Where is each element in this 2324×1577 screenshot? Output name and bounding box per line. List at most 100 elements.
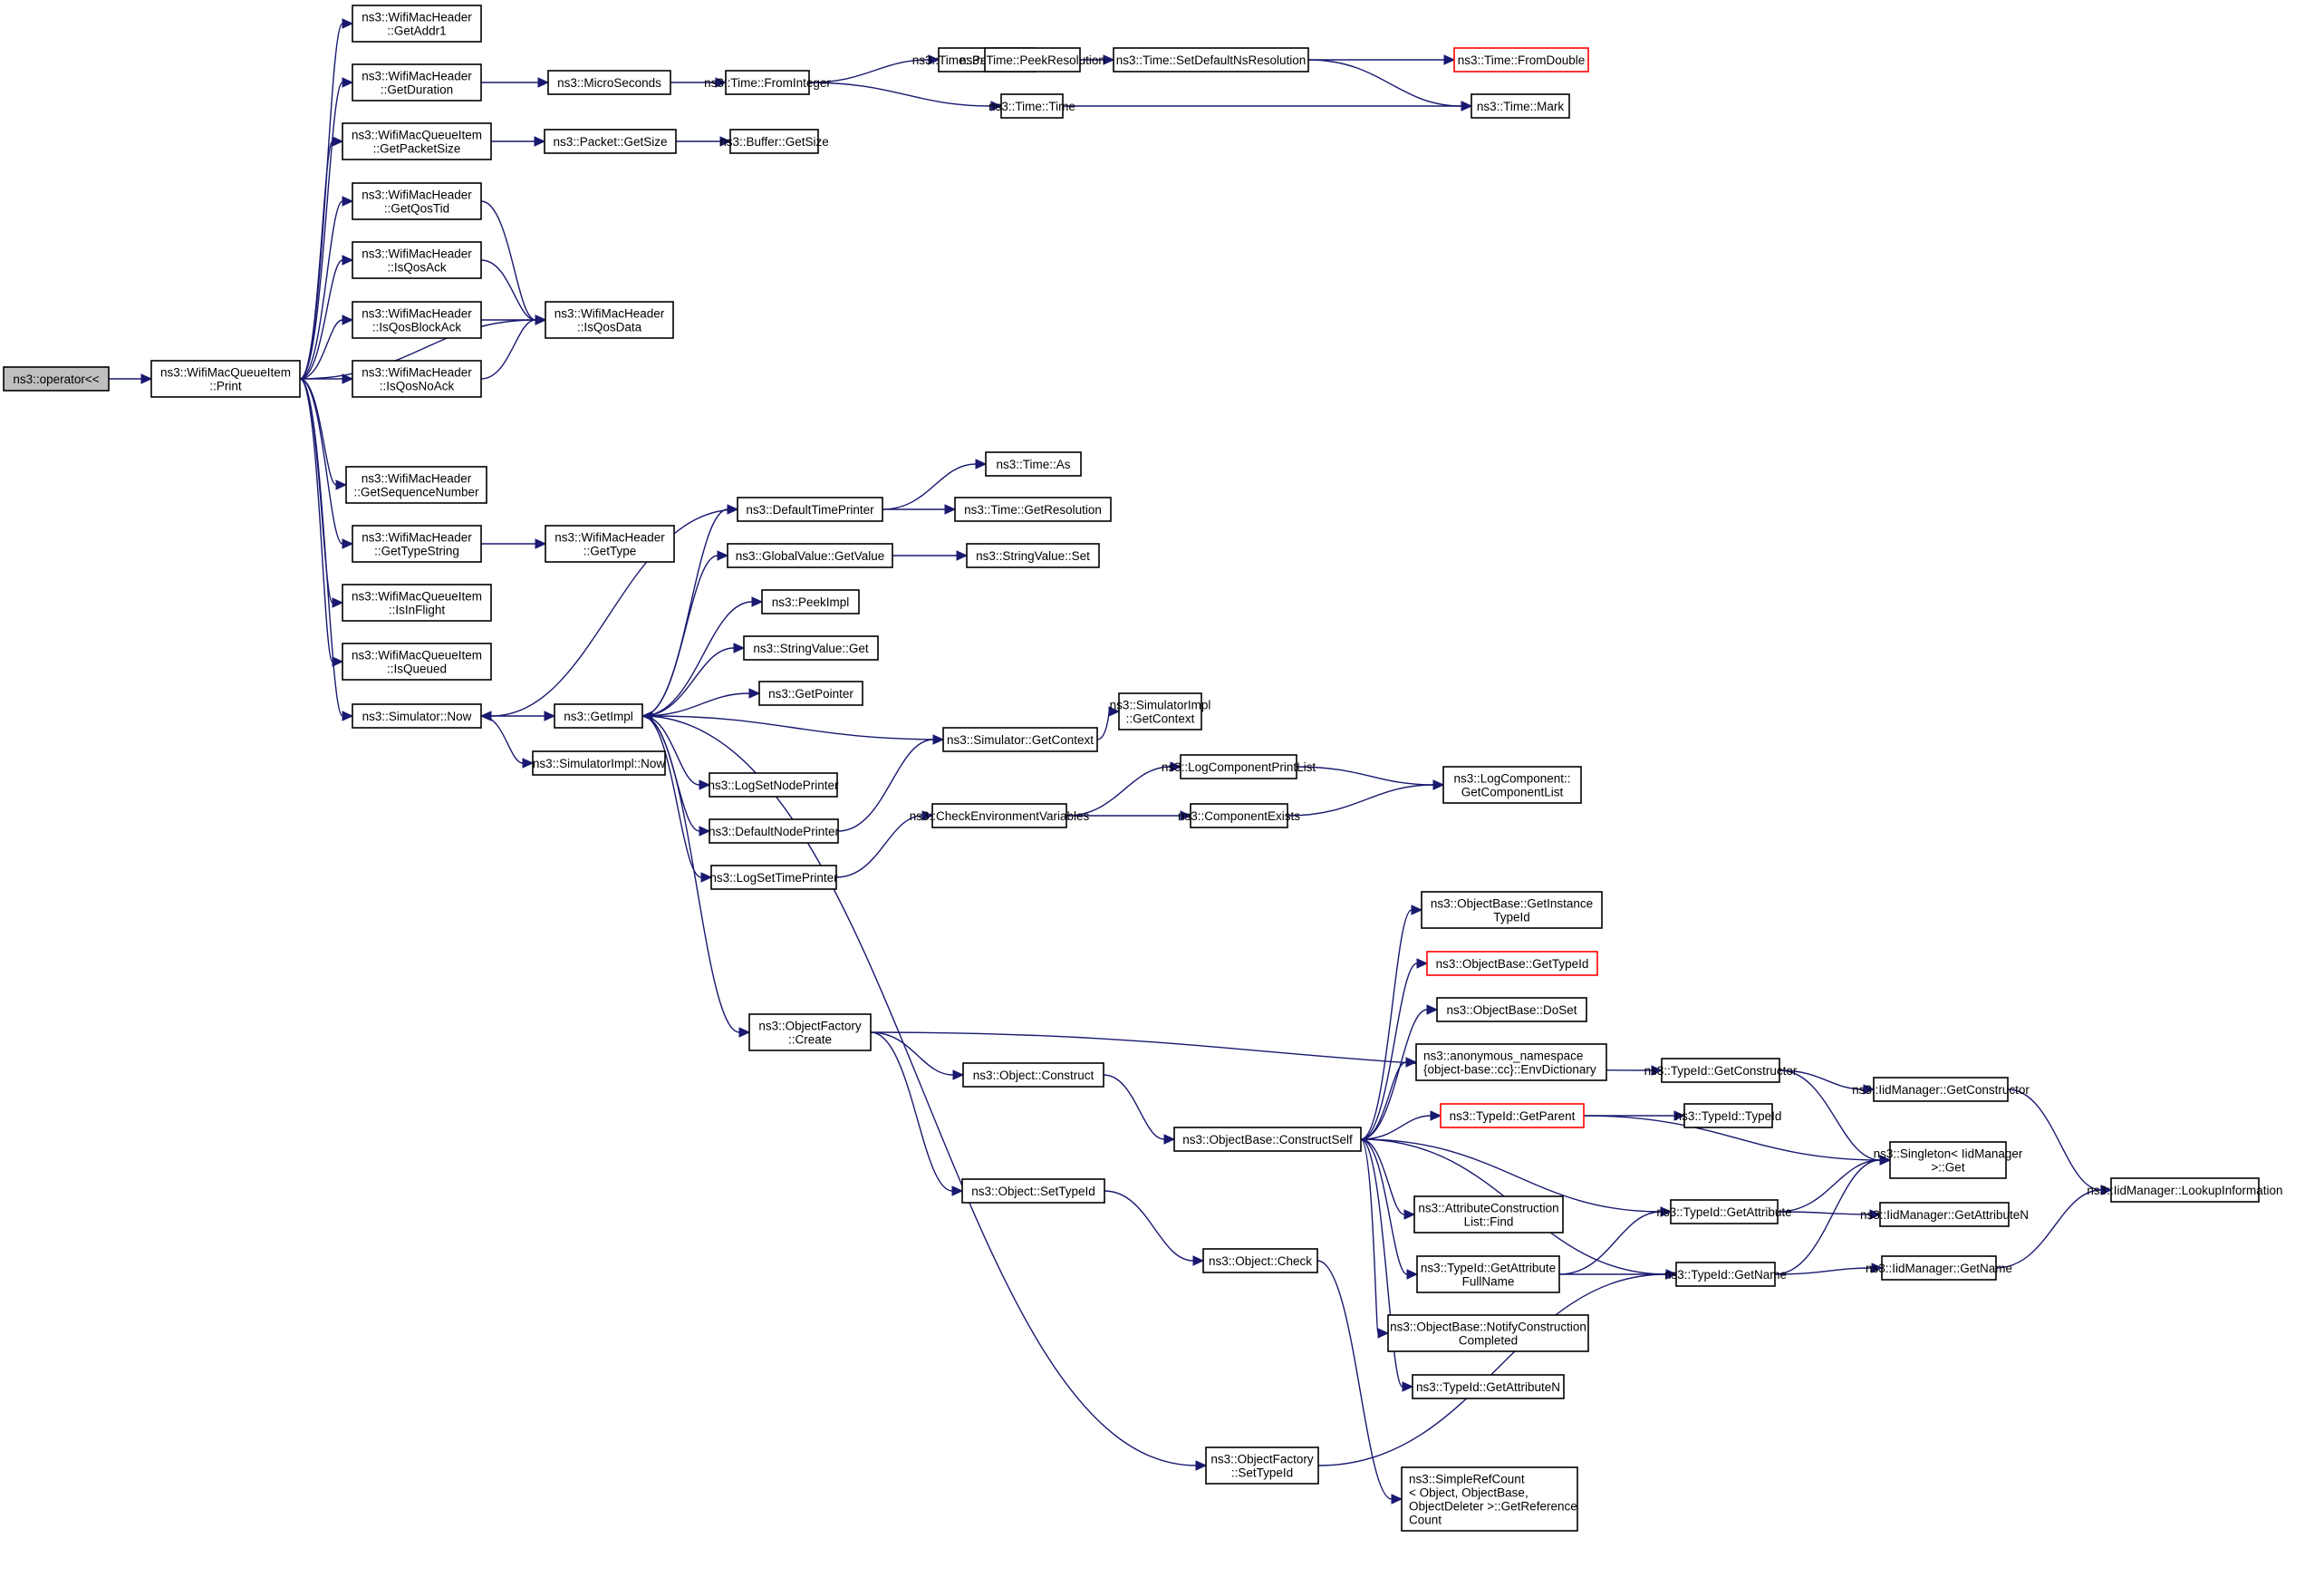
node-ns3-singleton-iidmanager-get[interactable]: ns3::Singleton< IidManager>::Get [1874,1141,2023,1179]
node-ns3-iidmanager-getattributen[interactable]: ns3::IidManager::GetAttributeN [1860,1202,2029,1227]
node-ns3-packet-getsize[interactable]: ns3::Packet::GetSize [544,129,677,154]
node-ns3-time-fromdouble[interactable]: ns3::Time::FromDouble [1453,47,1589,73]
node-label: ns3::Time::SetDefaultNsResolution [1116,53,1307,67]
node-ns3-defaulttimeprinter[interactable]: ns3::DefaultTimePrinter [737,497,883,522]
node-label: ns3::LogComponentPrintList [1162,760,1316,774]
node-ns3-typeid-getattribute[interactable]: ns3::TypeId::GetAttribute [1656,1199,1792,1224]
node-ns3-wifimacheader-isqosack[interactable]: ns3::WifiMacHeader::IsQosAck [352,241,482,279]
node-box [761,589,860,614]
node-ns3-checkenvironmentvariables[interactable]: ns3::CheckEnvironmentVariables [910,803,1090,828]
node-ns3-time-as[interactable]: ns3::Time::As [985,451,1082,477]
node-ns3-wifimacqueueitem-isqueued[interactable]: ns3::WifiMacQueueItem::IsQueued [342,643,492,681]
node-ns3-globalvalue-getvalue[interactable]: ns3::GlobalValue::GetValue [727,543,893,568]
node-ns3-objectbase-notifyconstructioncompleted[interactable]: ns3::ObjectBase::NotifyConstructionCompl… [1387,1314,1589,1352]
node-box [985,451,1082,477]
edge-getname-to-iidname [1774,1263,1884,1275]
edge-qosnoack-to-qosdata [480,314,547,380]
node-ns3-buffer-getsize[interactable]: ns3::Buffer::GetSize [719,129,829,154]
node-ns3-stringvalue-set[interactable]: ns3::StringValue::Set [966,543,1100,568]
node-ns3-time-frominteger[interactable]: ns3::Time::FromInteger [704,70,831,95]
node-ns3-getimpl[interactable]: ns3::GetImpl [554,703,643,729]
node-ns3-logsettimeprinter[interactable]: ns3::LogSetTimePrinter [709,865,838,890]
node-box [1440,1103,1585,1128]
node-label: ns3::Simulator::GetContext [947,733,1094,747]
edge-line [1096,711,1110,740]
node-label: ::GetQosTid [384,202,449,216]
node-ns3-wifimacheader-getsequencenumber[interactable]: ns3::WifiMacHeader::GetSequenceNumber [345,466,487,504]
node-ns3-logcomponentprintlist[interactable]: ns3::LogComponentPrintList [1162,754,1316,779]
node-ns3-wifimacqueueitem-print[interactable]: ns3::WifiMacQueueItem::Print [150,360,301,398]
node-ns3-iidmanager-getname[interactable]: ns3::IidManager::GetName [1866,1255,2012,1281]
node-label: ns3::Buffer::GetSize [719,135,829,149]
node-ns3-objectbase-doset[interactable]: ns3::ObjectBase::DoSet [1436,997,1587,1022]
node-ns3-typeid-getname[interactable]: ns3::TypeId::GetName [1664,1262,1787,1287]
edge-line [299,259,343,380]
node-ns3-simulator-getcontext[interactable]: ns3::Simulator::GetContext [942,727,1098,752]
node-ns3-objectbase-gettypeid[interactable]: ns3::ObjectBase::GetTypeId [1426,951,1598,976]
node-ns3-defaultnodeprinter[interactable]: ns3::DefaultNodePrinter [709,818,840,844]
node-label: >::Get [1931,1161,1964,1175]
node-ns3-iidmanager-lookupinformation[interactable]: ns3::IidManager::LookupInformation [2087,1177,2283,1203]
edge-getimpl-to-svget [641,643,746,717]
node-ns3-microseconds[interactable]: ns3::MicroSeconds [547,70,671,95]
node-ns3-logcomponent-getcomponentlist[interactable]: ns3::LogComponent::GetComponentList [1442,766,1582,804]
node-ns3-time-setdefaultnsresolution[interactable]: ns3::Time::SetDefaultNsResolution [1113,47,1309,73]
edge-print-to-dur [299,77,354,380]
node-ns3-simulatorimpl-getcontext[interactable]: ns3::SimulatorImpl::GetContext [1110,692,1211,730]
node-ns3-wifimacheader-isqosdata[interactable]: ns3::WifiMacHeader::IsQosData [545,301,674,339]
node-ns3-logsetnodeprinter[interactable]: ns3::LogSetNodePrinter [708,772,839,798]
node-ns3-wifimacheader-getduration[interactable]: ns3::WifiMacHeader::GetDuration [352,63,482,102]
node-ns3-typeid-getattributen[interactable]: ns3::TypeId::GetAttributeN [1412,1374,1565,1399]
node-ns3-object-construct[interactable]: ns3::Object::Construct [962,1062,1104,1088]
node-ns3-time-mark[interactable]: ns3::Time::Mark [1471,93,1570,119]
arrowhead-icon [479,711,492,721]
node-ns3-peekimpl[interactable]: ns3::PeekImpl [761,589,860,614]
node-ns3-typeid-getparent[interactable]: ns3::TypeId::GetParent [1440,1103,1585,1128]
node-label: ::Create [788,1033,832,1047]
node-ns3-wifimacheader-isqosnoack[interactable]: ns3::WifiMacHeader::IsQosNoAck [352,360,482,398]
node-ns3-objectfactory-settypeid[interactable]: ns3::ObjectFactory::SetTypeId [1205,1446,1319,1485]
node-ns3-componentexists[interactable]: ns3::ComponentExists [1178,803,1300,828]
edge-line [1583,1115,1881,1161]
node-ns3-time-getresolution[interactable]: ns3::Time::GetResolution [954,497,1112,522]
node-ns3-anonymous-namespace-object-base-cc-envdictionary[interactable]: ns3::anonymous_namespace{object-base::cc… [1415,1043,1607,1081]
node-ns3-simulatorimpl-now[interactable]: ns3::SimulatorImpl::Now [532,750,666,776]
node-ns3-typeid-typeid[interactable]: ns3::TypeId::TypeId [1675,1103,1782,1128]
node-ns3-operator[interactable]: ns3::operator<< [3,366,110,392]
node-ns3-wifimacheader-getaddr1[interactable]: ns3::WifiMacHeader::GetAddr1 [352,5,482,43]
edge-constructself-to-getinst [1360,905,1423,1140]
node-label: ns3::Object::SetTypeId [971,1185,1095,1198]
node-ns3-objectbase-constructself[interactable]: ns3::ObjectBase::ConstructSelf [1173,1127,1362,1152]
node-ns3-time-time[interactable]: ns3::Time::Time [988,93,1075,119]
node-label: ns3::TypeId::GetAttribute [1656,1205,1791,1219]
node-ns3-time-peekresolution[interactable]: ns3::Time::PeekResolution [959,47,1105,73]
edge-line [1307,59,1462,107]
node-ns3-wifimacheader-gettypestring[interactable]: ns3::WifiMacHeader::GetTypeString [352,525,482,563]
node-ns3-wifimacheader-getqostid[interactable]: ns3::WifiMacHeader::GetQosTid [352,182,482,220]
node-ns3-simplerefcount-object-objectbase-objectdeleter-getreferencecount[interactable]: ns3::SimpleRefCount< Object, ObjectBase,… [1401,1466,1578,1532]
arrowhead-icon [1103,54,1115,65]
node-ns3-getpointer[interactable]: ns3::GetPointer [758,681,863,706]
node-label: ns3::AttributeConstruction [1418,1202,1558,1215]
arrowhead-icon [332,597,344,608]
node-ns3-wifimacqueueitem-isinflight[interactable]: ns3::WifiMacQueueItem::IsInFlight [342,584,492,622]
node-label: ::GetType [583,545,637,558]
node-label: ns3::WifiMacHeader [362,247,472,261]
node-ns3-object-check[interactable]: ns3::Object::Check [1202,1248,1318,1273]
node-ns3-object-settypeid[interactable]: ns3::Object::SetTypeId [961,1178,1105,1204]
edge-pktsize-to-pktget [490,136,546,147]
node-ns3-wifimacqueueitem-getpacketsize[interactable]: ns3::WifiMacQueueItem::GetPacketSize [342,122,492,160]
node-box [1661,1058,1780,1083]
node-label: ::GetPacketSize [373,142,461,156]
node-ns3-simulator-now[interactable]: ns3::Simulator::Now [352,703,482,729]
node-ns3-stringvalue-get[interactable]: ns3::StringValue::Get [743,635,879,661]
node-ns3-typeid-getconstructor[interactable]: ns3::TypeId::GetConstructor [1644,1058,1798,1083]
node-ns3-iidmanager-getconstructor[interactable]: ns3::IidManager::GetConstructor [1852,1077,2030,1102]
node-ns3-objectfactory-create[interactable]: ns3::ObjectFactory::Create [748,1013,872,1051]
node-box [1000,93,1064,119]
node-ns3-wifimacheader-gettype[interactable]: ns3::WifiMacHeader::GetType [545,525,675,563]
node-ns3-wifimacheader-isqosblockack[interactable]: ns3::WifiMacHeader::IsQosBlockAck [352,301,482,339]
